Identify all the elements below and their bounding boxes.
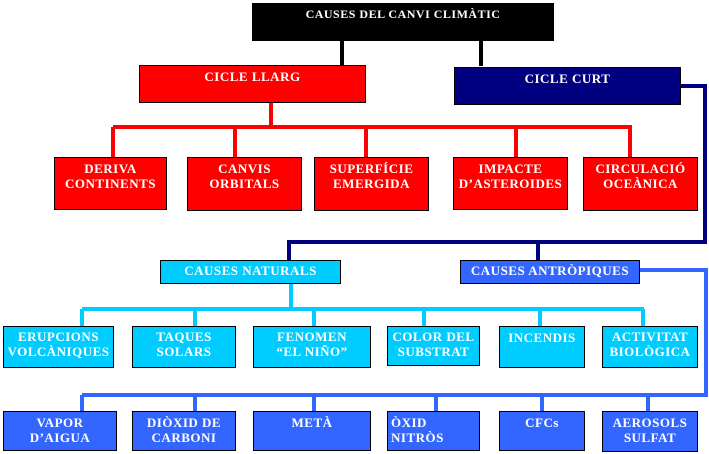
long-item-circulacio-oceanica: CIRCULACIÓ OCEÀNICA [583, 157, 698, 211]
natural-item-incendis: INCENDIS [499, 326, 585, 368]
anthropic-item-dioxid-carboni: DIÒXID DE CARBONI [132, 411, 236, 451]
natural-item-activitat-biologica: ACTIVITAT BIOLÒGICA [602, 326, 698, 368]
connector-short-path [287, 84, 707, 260]
natural-item-color-substrat: COLOR DEL SUBSTRAT [387, 326, 480, 366]
anthropic-item-vapor-aigua: VAPOR D’AIGUA [3, 411, 117, 451]
anthropic-item-meta: METÀ [253, 411, 371, 451]
long-item-deriva-continents: DERIVA CONTINENTS [54, 157, 167, 210]
long-cycle-box: CICLE LLARG [139, 65, 366, 103]
long-item-impacte-asteroides: IMPACTE D’ASTEROIDES [453, 157, 568, 210]
anthropic-item-cfcs: CFCs [499, 411, 585, 451]
title-box: CAUSES DEL CANVI CLIMÀTIC [252, 3, 554, 41]
natural-item-el-nino: FENOMEN “EL NIÑO” [253, 326, 371, 368]
natural-item-taques-solars: TAQUES SOLARS [132, 326, 236, 368]
long-item-superficie-emergida: SUPERFÍCIE EMERGIDA [314, 157, 429, 211]
anthropic-causes-box: CAUSES ANTRÒPIQUES [460, 260, 640, 284]
long-item-canvis-orbitals: CANVIS ORBITALS [187, 157, 302, 211]
natural-causes-box: CAUSES NATURALS [160, 260, 341, 284]
natural-item-erupcions: ERUPCIONS VOLCÀNIQUES [3, 326, 114, 368]
anthropic-item-oxid-nitros: ÒXID NITRÒS [387, 411, 480, 451]
short-cycle-box: CICLE CURT [454, 67, 681, 105]
anthropic-item-aerosols-sulfat: AEROSOLS SULFAT [602, 411, 698, 452]
connector-anthropic-path [82, 268, 708, 397]
